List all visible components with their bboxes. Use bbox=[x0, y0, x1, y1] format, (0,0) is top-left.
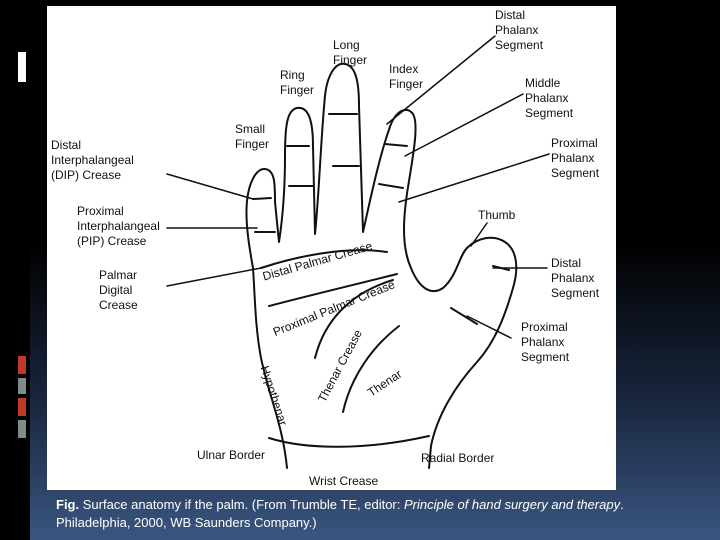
label-distal-phalanx-segment-top: Distal Phalanx Segment bbox=[495, 8, 544, 52]
label-distal-phalanx-segment-thumb: Distal Phalanx Segment bbox=[551, 256, 600, 300]
label-ring-finger: Ring Finger bbox=[280, 68, 315, 97]
caption-text-1: Surface anatomy if the palm. (From Trumb… bbox=[79, 497, 404, 512]
caption-book-title: Principle of hand surgery and therapy bbox=[404, 497, 621, 512]
label-proximal-phalanx-segment-thumb: Proximal Phalanx Segment bbox=[521, 320, 570, 364]
decor-bar-1 bbox=[18, 356, 26, 374]
label-wrist-crease: Wrist Crease bbox=[309, 474, 379, 488]
label-pip-crease: Proximal Interphalangeal (PIP) Crease bbox=[77, 204, 160, 248]
decor-bar-3 bbox=[18, 398, 26, 416]
hand-outline bbox=[245, 62, 518, 469]
label-dip-crease: Distal Interphalangeal (DIP) Crease bbox=[51, 138, 134, 182]
label-long-finger: Long Finger bbox=[333, 38, 368, 67]
label-palmar-digital-crease: Palmar Digital Crease bbox=[99, 268, 138, 312]
hand-diagram: Distal Phalanx Segment Long Finger Ring … bbox=[47, 6, 616, 490]
caption-prefix: Fig. bbox=[56, 497, 80, 512]
label-radial-border: Radial Border bbox=[421, 451, 495, 465]
caption-text-2: . Philadelphia, 2000, WB Saunders Compan… bbox=[56, 497, 624, 530]
hand-outline-drawing bbox=[166, 35, 550, 469]
decor-bar-2 bbox=[18, 378, 26, 394]
figure-caption: Fig. Surface anatomy if the palm. (From … bbox=[56, 496, 656, 532]
label-thumb: Thumb bbox=[478, 208, 516, 222]
decor-bar-4 bbox=[18, 420, 26, 438]
palm-crease-curves bbox=[260, 249, 430, 448]
leader-lines bbox=[166, 35, 550, 339]
label-ulnar-border: Ulnar Border bbox=[197, 448, 266, 462]
label-proximal-phalanx-segment-top: Proximal Phalanx Segment bbox=[551, 136, 600, 180]
label-index-finger: Index Finger bbox=[389, 62, 424, 91]
decor-bar-top bbox=[18, 52, 26, 82]
slide-left-bar bbox=[0, 0, 30, 540]
label-small-finger: Small Finger bbox=[235, 122, 270, 151]
label-middle-phalanx-segment: Middle Phalanx Segment bbox=[525, 76, 574, 120]
